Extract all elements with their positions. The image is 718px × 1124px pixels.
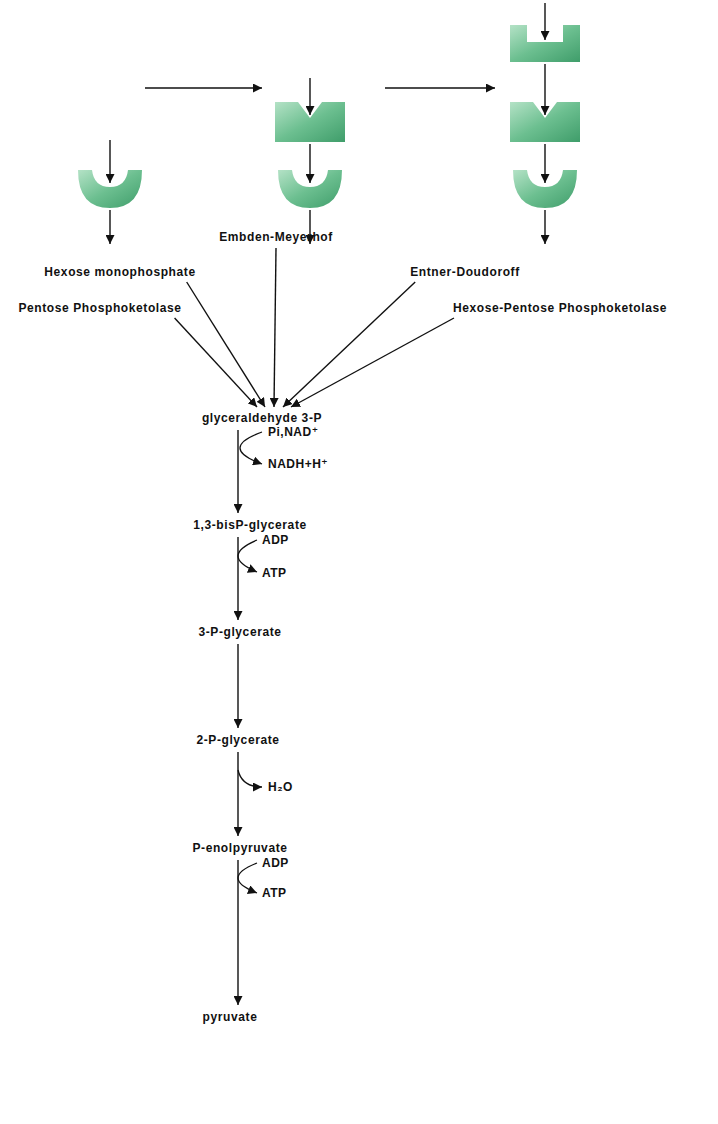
cofactor-curl: [238, 540, 257, 572]
enzyme-illustration: [78, 25, 580, 208]
cofactor-curl: [240, 432, 262, 464]
node-text: Pentose Phosphoketolase: [18, 301, 181, 315]
flow-arrow: [109, 140, 110, 183]
flow-arrow: [544, 3, 545, 40]
cofactor-curl: [238, 863, 257, 893]
flow-arrow: [544, 210, 545, 244]
node-text: Entner-Doudoroff: [410, 265, 520, 279]
edge-group: [175, 248, 454, 1005]
pathway-arrow: [291, 318, 454, 407]
pathway-node: Hexose-Pentose Phosphoketolase: [450, 299, 670, 317]
pathway-arrow: [274, 248, 276, 407]
flow-arrow: [309, 78, 310, 115]
cofactor-label: H₂O: [268, 780, 293, 794]
cofactor-label: ATP: [262, 886, 287, 900]
pathway-node: Entner-Doudoroff: [407, 263, 523, 281]
cofactor-label: ATP: [262, 566, 287, 580]
step-arrow: [145, 87, 262, 88]
flow-arrow: [309, 144, 310, 183]
node-text: 3-P-glycerate: [198, 625, 281, 639]
pathway-node: Pentose Phosphoketolase: [15, 299, 184, 317]
pathway-arrow: [237, 537, 238, 620]
cofactor-curl: [238, 770, 262, 787]
node-text: Embden-Meyerhof: [219, 230, 333, 244]
step-arrow: [385, 87, 495, 88]
pathway-arrow: [237, 860, 238, 1005]
flow-arrows: [110, 3, 545, 244]
pathway-node: pyruvate: [200, 1008, 261, 1026]
pathway-node: Hexose monophosphate: [41, 263, 198, 281]
node-text: 2-P-glycerate: [196, 733, 279, 747]
flow-arrow: [544, 144, 545, 183]
pathway-node: 1,3-bisP-glycerate: [190, 516, 310, 534]
pathway-node: glyceraldehyde 3-P: [199, 409, 325, 427]
flow-arrow: [109, 210, 110, 244]
pathway-arrow: [175, 318, 257, 407]
pathway-node: 3-P-glycerate: [195, 623, 284, 641]
pathway-node: Embden-Meyerhof: [216, 228, 336, 246]
pathway-arrow: [283, 282, 415, 407]
node-text: pyruvate: [203, 1010, 258, 1024]
cofactor-curls: [238, 432, 262, 893]
pathway-arrow: [237, 644, 238, 728]
pathway-arrow: [237, 430, 238, 513]
cofactor-label: Pi,NAD⁺: [268, 425, 319, 439]
node-text: Hexose-Pentose Phosphoketolase: [453, 301, 667, 315]
cofactor-label: NADH+H⁺: [268, 457, 328, 471]
node-text: P-enolpyruvate: [192, 841, 287, 855]
cofactor-label: ADP: [262, 856, 289, 870]
node-text: glyceraldehyde 3-P: [202, 411, 322, 425]
pathway-node: P-enolpyruvate: [189, 839, 290, 857]
cofactor-label: ADP: [262, 533, 289, 547]
pathway-node: 2-P-glycerate: [193, 731, 282, 749]
pathway-arrow: [237, 752, 238, 836]
flow-arrow: [544, 64, 545, 115]
node-text: 1,3-bisP-glycerate: [193, 518, 307, 532]
node-text: Hexose monophosphate: [44, 265, 195, 279]
